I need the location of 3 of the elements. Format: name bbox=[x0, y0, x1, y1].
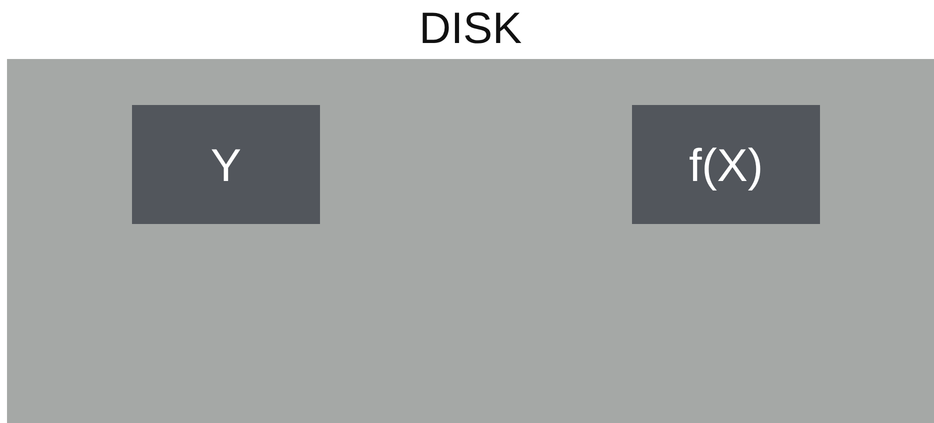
panel-heading: DISK bbox=[419, 4, 522, 54]
data-box: Y bbox=[132, 105, 320, 224]
data-box: f(X) bbox=[632, 105, 820, 224]
